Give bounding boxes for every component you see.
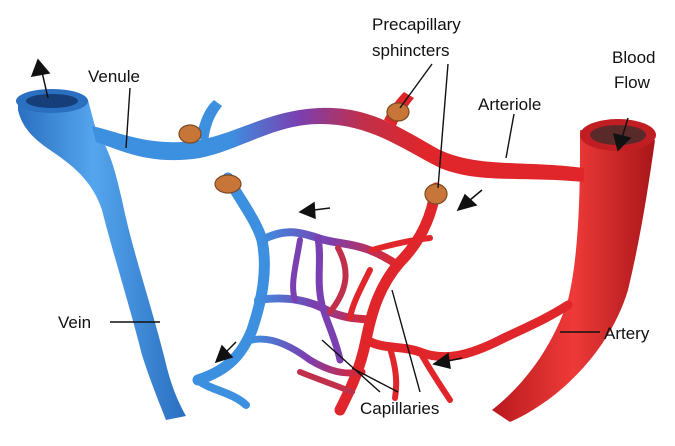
label-sphincters: sphincters bbox=[372, 41, 449, 60]
sphincter-leader-1 bbox=[400, 64, 432, 108]
sphincter-top bbox=[387, 103, 409, 121]
sphincter-venule bbox=[179, 125, 201, 143]
arteriole-leader bbox=[506, 114, 514, 158]
arrow-arteriole bbox=[458, 190, 482, 210]
sphincter-right bbox=[425, 184, 447, 204]
label-blood: Blood bbox=[612, 48, 655, 67]
capillary-venous-channel bbox=[198, 178, 264, 380]
label-venule: Venule bbox=[88, 67, 140, 86]
arrow-capillary-top bbox=[300, 203, 330, 218]
label-capillaries: Capillaries bbox=[360, 399, 439, 418]
label-vein: Vein bbox=[58, 313, 91, 332]
label-artery: Artery bbox=[604, 324, 650, 343]
sphincter-left bbox=[215, 175, 241, 193]
label-arteriole: Arteriole bbox=[478, 95, 541, 114]
label-flow: Flow bbox=[614, 73, 651, 92]
capillary-network bbox=[198, 178, 568, 410]
label-precapillary: Precapillary bbox=[372, 15, 461, 34]
